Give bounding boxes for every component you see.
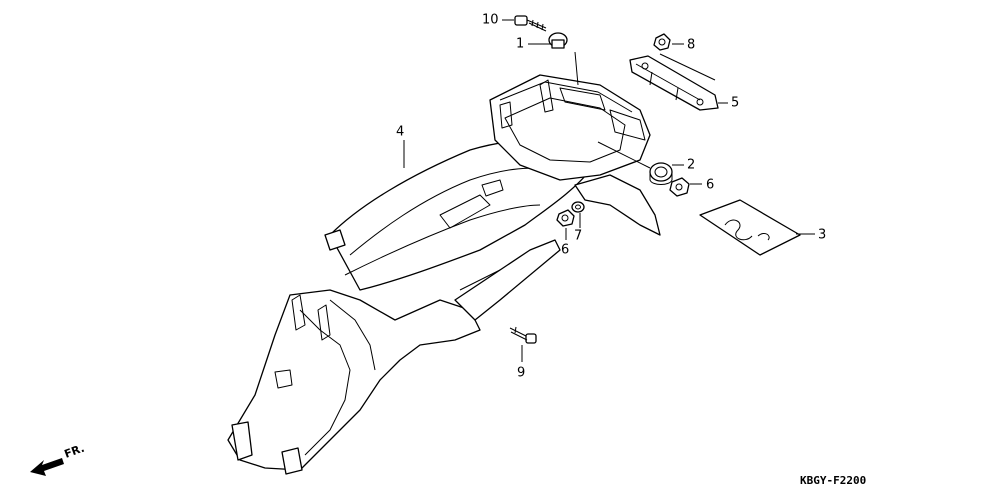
callout-4: 4 bbox=[396, 125, 404, 140]
callout-5: 5 bbox=[731, 96, 739, 111]
front-marker-label: FR. bbox=[63, 442, 87, 461]
callout-6-right: 6 bbox=[706, 178, 714, 193]
nut-6-right bbox=[669, 177, 690, 197]
nut-8 bbox=[653, 33, 671, 51]
washer-7 bbox=[571, 201, 585, 213]
rear-fender bbox=[227, 139, 591, 475]
leader-2-b bbox=[597, 141, 651, 169]
grommet-2 bbox=[649, 162, 673, 185]
callout-3: 3 bbox=[818, 228, 826, 243]
callout-2: 2 bbox=[687, 158, 695, 173]
callout-7: 7 bbox=[574, 229, 582, 244]
diagram-code: KBGY-F2200 bbox=[800, 474, 866, 487]
bracket-5 bbox=[629, 53, 719, 111]
callout-6-lower: 6 bbox=[561, 243, 569, 258]
upper-tray bbox=[489, 74, 661, 236]
bolt-10 bbox=[514, 15, 547, 32]
callout-9: 9 bbox=[517, 366, 525, 381]
collar-1 bbox=[548, 32, 579, 86]
front-direction-arrow: FR. bbox=[30, 442, 86, 476]
callout-1: 1 bbox=[516, 37, 524, 52]
bolt-9 bbox=[509, 326, 537, 344]
label-3 bbox=[699, 199, 801, 256]
callout-10: 10 bbox=[482, 13, 499, 28]
nut-6-lower bbox=[556, 209, 575, 227]
callout-8: 8 bbox=[687, 38, 695, 53]
